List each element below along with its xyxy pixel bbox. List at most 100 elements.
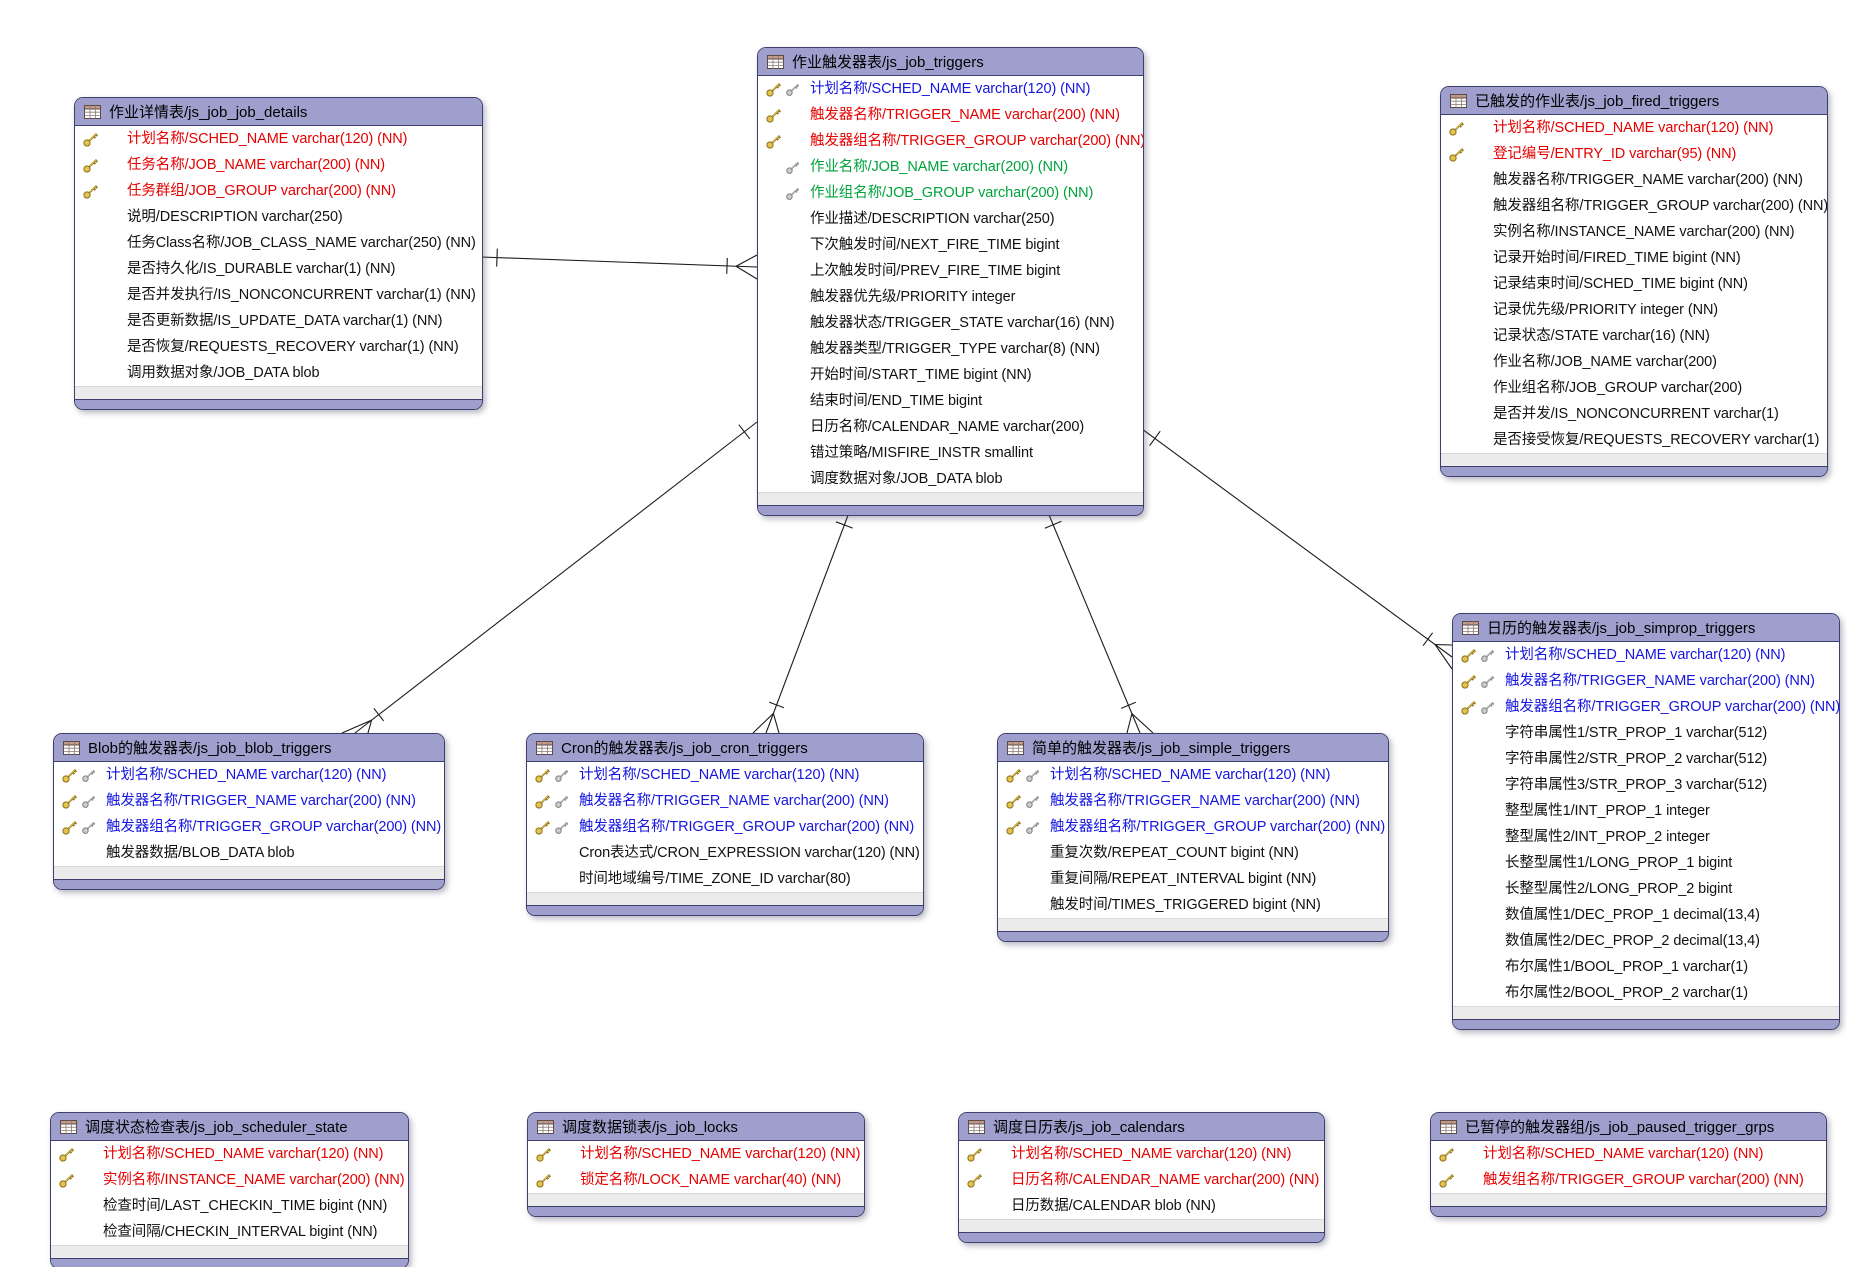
table-header[interactable]: 调度数据锁表/js_job_locks [528, 1113, 864, 1141]
column-row-js_job_fired_triggers-1[interactable]: 登记编号/ENTRY_ID varchar(95) (NN) [1441, 141, 1827, 167]
table-header[interactable]: 已暂停的触发器组/js_job_paused_trigger_grps [1431, 1113, 1826, 1141]
column-row-js_job_job_details-7[interactable]: 是否更新数据/IS_UPDATE_DATA varchar(1) (NN) [75, 308, 482, 334]
column-row-js_job_triggers-6[interactable]: 下次触发时间/NEXT_FIRE_TIME bigint [758, 232, 1143, 258]
column-row-js_job_simprop_triggers-13[interactable]: 布尔属性2/BOOL_PROP_2 varchar(1) [1453, 980, 1839, 1006]
column-row-js_job_job_details-0[interactable]: 计划名称/SCHED_NAME varchar(120) (NN) [75, 126, 482, 152]
column-row-js_job_simple_triggers-4[interactable]: 重复间隔/REPEAT_INTERVAL bigint (NN) [998, 866, 1388, 892]
column-row-js_job_triggers-4[interactable]: 作业组名称/JOB_GROUP varchar(200) (NN) [758, 180, 1143, 206]
column-row-js_job_triggers-5[interactable]: 作业描述/DESCRIPTION varchar(250) [758, 206, 1143, 232]
column-row-js_job_simprop_triggers-2[interactable]: 触发器组名称/TRIGGER_GROUP varchar(200) (NN) [1453, 694, 1839, 720]
column-row-js_job_cron_triggers-1[interactable]: 触发器名称/TRIGGER_NAME varchar(200) (NN) [527, 788, 923, 814]
column-row-js_job_fired_triggers-6[interactable]: 记录结束时间/SCHED_TIME bigint (NN) [1441, 271, 1827, 297]
column-row-js_job_job_details-2[interactable]: 任务群组/JOB_GROUP varchar(200) (NN) [75, 178, 482, 204]
column-row-js_job_cron_triggers-2[interactable]: 触发器组名称/TRIGGER_GROUP varchar(200) (NN) [527, 814, 923, 840]
column-row-js_job_fired_triggers-0[interactable]: 计划名称/SCHED_NAME varchar(120) (NN) [1441, 115, 1827, 141]
column-row-js_job_triggers-3[interactable]: 作业名称/JOB_NAME varchar(200) (NN) [758, 154, 1143, 180]
column-row-js_job_job_details-9[interactable]: 调用数据对象/JOB_DATA blob [75, 360, 482, 386]
relationship-triggers-to-cron-triggers[interactable] [752, 509, 853, 734]
column-row-js_job_fired_triggers-2[interactable]: 触发器名称/TRIGGER_NAME varchar(200) (NN) [1441, 167, 1827, 193]
column-row-js_job_simprop_triggers-3[interactable]: 字符串属性1/STR_PROP_1 varchar(512) [1453, 720, 1839, 746]
column-row-js_job_paused_trigger_grps-1[interactable]: 触发组名称/TRIGGER_GROUP varchar(200) (NN) [1431, 1167, 1826, 1193]
column-row-js_job_fired_triggers-7[interactable]: 记录优先级/PRIORITY integer (NN) [1441, 297, 1827, 323]
column-row-js_job_fired_triggers-11[interactable]: 是否并发/IS_NONCONCURRENT varchar(1) [1441, 401, 1827, 427]
table-header[interactable]: 已触发的作业表/js_job_fired_triggers [1441, 87, 1827, 115]
table-header[interactable]: 作业触发器表/js_job_triggers [758, 48, 1143, 76]
column-row-js_job_fired_triggers-5[interactable]: 记录开始时间/FIRED_TIME bigint (NN) [1441, 245, 1827, 271]
column-row-js_job_triggers-11[interactable]: 开始时间/START_TIME bigint (NN) [758, 362, 1143, 388]
column-row-js_job_simprop_triggers-12[interactable]: 布尔属性1/BOOL_PROP_1 varchar(1) [1453, 954, 1839, 980]
relationship-triggers-to-blob-triggers[interactable] [341, 421, 758, 734]
table-header[interactable]: 日历的触发器表/js_job_simprop_triggers [1453, 614, 1839, 642]
table-header[interactable]: 作业详情表/js_job_job_details [75, 98, 482, 126]
column-row-js_job_simprop_triggers-1[interactable]: 触发器名称/TRIGGER_NAME varchar(200) (NN) [1453, 668, 1839, 694]
column-row-js_job_triggers-9[interactable]: 触发器状态/TRIGGER_STATE varchar(16) (NN) [758, 310, 1143, 336]
column-row-js_job_job_details-4[interactable]: 任务Class名称/JOB_CLASS_NAME varchar(250) (N… [75, 230, 482, 256]
column-row-js_job_triggers-14[interactable]: 错过策略/MISFIRE_INSTR smallint [758, 440, 1143, 466]
column-row-js_job_triggers-10[interactable]: 触发器类型/TRIGGER_TYPE varchar(8) (NN) [758, 336, 1143, 362]
column-row-js_job_simprop_triggers-8[interactable]: 长整型属性1/LONG_PROP_1 bigint [1453, 850, 1839, 876]
column-row-js_job_cron_triggers-0[interactable]: 计划名称/SCHED_NAME varchar(120) (NN) [527, 762, 923, 788]
column-row-js_job_simprop_triggers-4[interactable]: 字符串属性2/STR_PROP_2 varchar(512) [1453, 746, 1839, 772]
column-row-js_job_fired_triggers-3[interactable]: 触发器组名称/TRIGGER_GROUP varchar(200) (NN) [1441, 193, 1827, 219]
relationship-triggers-to-simprop-triggers[interactable] [1141, 428, 1453, 670]
column-row-js_job_simple_triggers-5[interactable]: 触发时间/TIMES_TRIGGERED bigint (NN) [998, 892, 1388, 918]
column-row-js_job_simple_triggers-1[interactable]: 触发器名称/TRIGGER_NAME varchar(200) (NN) [998, 788, 1388, 814]
column-row-js_job_cron_triggers-3[interactable]: Cron表达式/CRON_EXPRESSION varchar(120) (NN… [527, 840, 923, 866]
table-header[interactable]: 调度状态检查表/js_job_scheduler_state [51, 1113, 408, 1141]
column-row-js_job_simple_triggers-3[interactable]: 重复次数/REPEAT_COUNT bigint (NN) [998, 840, 1388, 866]
column-row-js_job_triggers-1[interactable]: 触发器名称/TRIGGER_NAME varchar(200) (NN) [758, 102, 1143, 128]
column-row-js_job_locks-1[interactable]: 锁定名称/LOCK_NAME varchar(40) (NN) [528, 1167, 864, 1193]
column-row-js_job_simprop_triggers-11[interactable]: 数值属性2/DEC_PROP_2 decimal(13,4) [1453, 928, 1839, 954]
column-row-js_job_locks-0[interactable]: 计划名称/SCHED_NAME varchar(120) (NN) [528, 1141, 864, 1167]
column-row-js_job_simple_triggers-2[interactable]: 触发器组名称/TRIGGER_GROUP varchar(200) (NN) [998, 814, 1388, 840]
column-row-js_job_triggers-0[interactable]: 计划名称/SCHED_NAME varchar(120) (NN) [758, 76, 1143, 102]
column-row-js_job_job_details-6[interactable]: 是否并发执行/IS_NONCONCURRENT varchar(1) (NN) [75, 282, 482, 308]
column-row-js_job_simprop_triggers-10[interactable]: 数值属性1/DEC_PROP_1 decimal(13,4) [1453, 902, 1839, 928]
table-header[interactable]: Cron的触发器表/js_job_cron_triggers [527, 734, 923, 762]
column-row-js_job_fired_triggers-10[interactable]: 作业组名称/JOB_GROUP varchar(200) [1441, 375, 1827, 401]
relationship-triggers-to-simple-triggers[interactable] [1044, 509, 1154, 734]
relationship-job-details-to-triggers[interactable] [480, 248, 758, 280]
table-header[interactable]: 简单的触发器表/js_job_simple_triggers [998, 734, 1388, 762]
table-header[interactable]: 调度日历表/js_job_calendars [959, 1113, 1324, 1141]
column-row-js_job_calendars-2[interactable]: 日历数据/CALENDAR blob (NN) [959, 1193, 1324, 1219]
column-row-js_job_fired_triggers-4[interactable]: 实例名称/INSTANCE_NAME varchar(200) (NN) [1441, 219, 1827, 245]
column-row-js_job_scheduler_state-2[interactable]: 检查时间/LAST_CHECKIN_TIME bigint (NN) [51, 1193, 408, 1219]
column-row-js_job_job_details-1[interactable]: 任务名称/JOB_NAME varchar(200) (NN) [75, 152, 482, 178]
column-row-js_job_fired_triggers-9[interactable]: 作业名称/JOB_NAME varchar(200) [1441, 349, 1827, 375]
column-row-js_job_triggers-13[interactable]: 日历名称/CALENDAR_NAME varchar(200) [758, 414, 1143, 440]
column-row-js_job_paused_trigger_grps-0[interactable]: 计划名称/SCHED_NAME varchar(120) (NN) [1431, 1141, 1826, 1167]
column-row-js_job_triggers-15[interactable]: 调度数据对象/JOB_DATA blob [758, 466, 1143, 492]
column-row-js_job_scheduler_state-1[interactable]: 实例名称/INSTANCE_NAME varchar(200) (NN) [51, 1167, 408, 1193]
column-row-js_job_scheduler_state-0[interactable]: 计划名称/SCHED_NAME varchar(120) (NN) [51, 1141, 408, 1167]
column-row-js_job_job_details-8[interactable]: 是否恢复/REQUESTS_RECOVERY varchar(1) (NN) [75, 334, 482, 360]
column-row-js_job_scheduler_state-3[interactable]: 检查间隔/CHECKIN_INTERVAL bigint (NN) [51, 1219, 408, 1245]
column-row-js_job_simprop_triggers-9[interactable]: 长整型属性2/LONG_PROP_2 bigint [1453, 876, 1839, 902]
column-row-js_job_triggers-2[interactable]: 触发器组名称/TRIGGER_GROUP varchar(200) (NN) [758, 128, 1143, 154]
column-row-js_job_job_details-3[interactable]: 说明/DESCRIPTION varchar(250) [75, 204, 482, 230]
column-row-js_job_calendars-1[interactable]: 日历名称/CALENDAR_NAME varchar(200) (NN) [959, 1167, 1324, 1193]
column-row-js_job_triggers-12[interactable]: 结束时间/END_TIME bigint [758, 388, 1143, 414]
column-row-js_job_simprop_triggers-7[interactable]: 整型属性2/INT_PROP_2 integer [1453, 824, 1839, 850]
column-row-js_job_triggers-8[interactable]: 触发器优先级/PRIORITY integer [758, 284, 1143, 310]
column-row-js_job_simprop_triggers-0[interactable]: 计划名称/SCHED_NAME varchar(120) (NN) [1453, 642, 1839, 668]
column-row-js_job_blob_triggers-0[interactable]: 计划名称/SCHED_NAME varchar(120) (NN) [54, 762, 444, 788]
column-row-js_job_cron_triggers-4[interactable]: 时间地域编号/TIME_ZONE_ID varchar(80) [527, 866, 923, 892]
column-row-js_job_blob_triggers-2[interactable]: 触发器组名称/TRIGGER_GROUP varchar(200) (NN) [54, 814, 444, 840]
column-row-js_job_fired_triggers-8[interactable]: 记录状态/STATE varchar(16) (NN) [1441, 323, 1827, 349]
column-row-js_job_simprop_triggers-6[interactable]: 整型属性1/INT_PROP_1 integer [1453, 798, 1839, 824]
column-row-js_job_blob_triggers-3[interactable]: 触发器数据/BLOB_DATA blob [54, 840, 444, 866]
column-row-js_job_blob_triggers-1[interactable]: 触发器名称/TRIGGER_NAME varchar(200) (NN) [54, 788, 444, 814]
column-row-js_job_calendars-0[interactable]: 计划名称/SCHED_NAME varchar(120) (NN) [959, 1141, 1324, 1167]
